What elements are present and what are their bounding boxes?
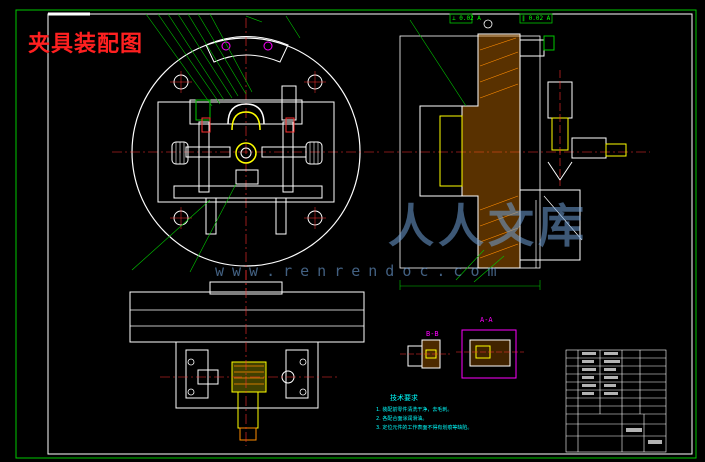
arc-slot xyxy=(205,36,289,63)
section-label-a: A-A xyxy=(480,316,493,324)
watermark-url: www.renrendoc.com xyxy=(215,262,505,280)
notes-title: 技术要求 xyxy=(390,394,418,402)
drawing-title: 夹具装配图 xyxy=(28,32,144,57)
top-view xyxy=(112,13,380,290)
note-item: 3. 定位元件的工作表面不得有划痕等缺陷。 xyxy=(376,425,473,431)
section-label-b: B-B xyxy=(426,330,439,338)
note-item: 1. 装配前零件清洗干净，去毛刺。 xyxy=(376,407,453,413)
side-view xyxy=(384,13,650,290)
tolerance-right: ∥ 0.02 A xyxy=(522,15,551,22)
section-a xyxy=(456,329,524,379)
title-block xyxy=(565,349,667,453)
inner-frame xyxy=(47,13,693,455)
tolerance-left: ⊥ 0.02 A xyxy=(452,15,481,22)
watermark-cn: 人人文库 xyxy=(388,199,588,253)
bottom-view xyxy=(129,270,365,446)
note-item: 2. 各配合面涂润滑油。 xyxy=(376,416,428,422)
outer-frame xyxy=(15,9,697,459)
section-b xyxy=(400,339,450,369)
